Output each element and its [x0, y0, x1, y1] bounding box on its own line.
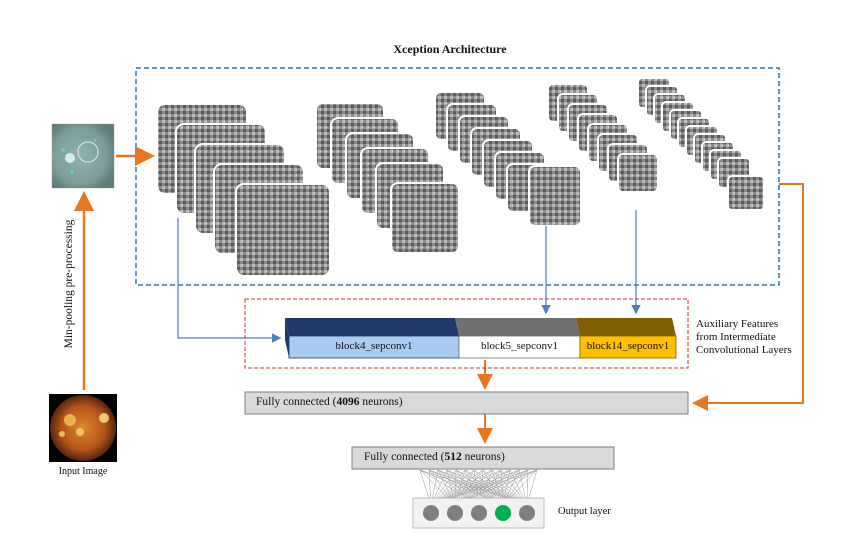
input-fundus-image [49, 394, 117, 462]
feature-maps-stage3 [434, 91, 582, 227]
diagram-title: Xception Architecture [393, 42, 507, 56]
fc1-prefix: Fully connected ( [256, 396, 337, 408]
output-neuron [471, 505, 487, 521]
feature-maps-stage5 [637, 77, 765, 211]
output-neuron [519, 505, 535, 521]
feature-maps-stage1 [156, 103, 331, 277]
preprocessed-image [51, 123, 115, 189]
fc2-prefix: Fully connected ( [364, 451, 445, 463]
block5-bar [455, 318, 581, 359]
aux-caption-line-2: from Intermediate [696, 331, 776, 343]
feature-maps-stage4 [547, 83, 659, 193]
block14-label: block14_sepconv1 [586, 340, 670, 352]
output-neuron [423, 505, 439, 521]
input-image-caption: Input Image [58, 466, 108, 477]
fc1-suffix: neurons) [359, 396, 403, 408]
preprocessing-label: Min-pooling pre-processing [63, 219, 75, 349]
output-layer-caption: Output layer [558, 506, 611, 517]
block5-label: block5_sepconv1 [481, 340, 558, 352]
output-neurons [423, 505, 535, 521]
fc-512-label: Fully connected (512 neurons) [364, 451, 505, 463]
block14-bar [576, 318, 677, 359]
aux-caption-line-1: Auxiliary Features [696, 318, 779, 330]
aux-features-caption: Auxiliary Features from Intermediate Con… [696, 318, 836, 357]
output-neuron-active [495, 505, 511, 521]
fc-4096-box [244, 391, 689, 415]
fc2-suffix: neurons) [461, 451, 505, 463]
block4-bar [285, 318, 460, 359]
fc-4096-label: Fully connected (4096 neurons) [256, 396, 403, 408]
aux-caption-line-3: Convolutional Layers [696, 344, 792, 356]
fc2-bold: 512 [444, 451, 462, 463]
feature-maps-stage2 [315, 102, 460, 254]
aux-features-box [244, 298, 689, 369]
fc1-bold: 4096 [336, 396, 360, 408]
block4-label: block4_sepconv1 [335, 340, 413, 352]
output-neuron [447, 505, 463, 521]
fc-512-box [351, 446, 615, 470]
xception-box [135, 67, 780, 286]
arrow-xception-to-fc1 [692, 183, 804, 411]
